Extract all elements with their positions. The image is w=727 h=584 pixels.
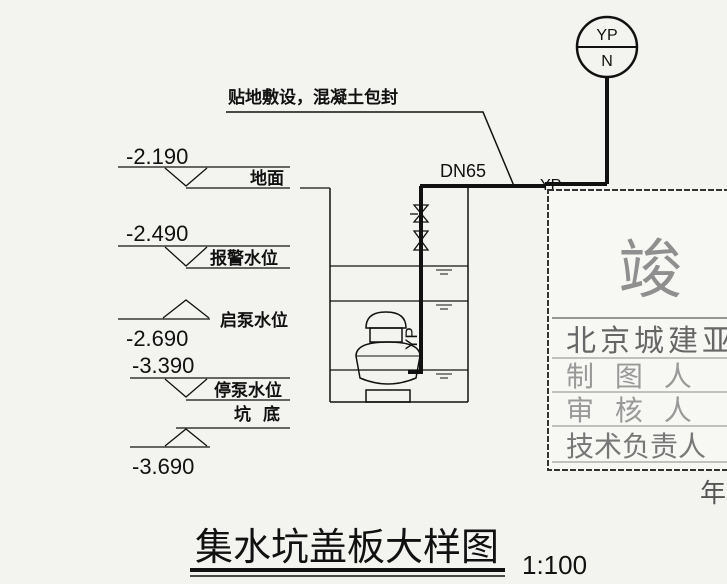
level-value: -2.190 — [126, 144, 188, 169]
drawing-title: 集水坑盖板大样图 1:100 — [190, 525, 587, 580]
pipe-tag-riser: YP — [402, 327, 421, 350]
level-value: -2.490 — [126, 221, 188, 246]
surface-note-leader — [226, 111, 515, 187]
stamp-character: 竣 — [618, 234, 682, 308]
level-pit-bottom: 坑底 -3.690 — [130, 404, 292, 479]
level-triangle-up — [162, 299, 210, 319]
level-triangle-up — [164, 428, 208, 447]
sump-pit: YP — [300, 186, 469, 403]
title-block-company: 北京城建亚 — [566, 324, 727, 359]
level-value: -2.690 — [126, 326, 188, 351]
drawing-title-text: 集水坑盖板大样图 — [195, 525, 499, 569]
level-pump-start: 启泵水位 -2.690 — [118, 299, 288, 351]
level-label: 地面 — [250, 168, 284, 189]
level-label: 坑底 — [234, 404, 292, 425]
level-label: 启泵水位 — [220, 310, 288, 331]
check-valve-icon — [412, 230, 430, 251]
title-block-tech-lead: 技术负责人 — [566, 430, 706, 463]
level-triangle-down — [164, 167, 208, 187]
gate-valve-icon — [410, 204, 430, 223]
water-marks — [436, 269, 452, 379]
pipe-size-label: DN65 — [440, 161, 486, 181]
level-label: 报警水位 — [210, 248, 278, 269]
level-pump-stop: -3.390 停泵水位 — [130, 353, 290, 401]
drawing-scale: 1:100 — [522, 550, 587, 580]
title-block-frame — [547, 189, 727, 471]
surface-note: 贴地敷设，混凝土包封 — [228, 87, 398, 108]
level-value: -3.390 — [132, 353, 194, 378]
pipe-symbol: YP N — [575, 15, 639, 79]
level-label: 停泵水位 — [214, 380, 282, 401]
title-block: 竣 北京城建亚 制 图 人 审 核 人 技术负责人 年 — [547, 189, 727, 509]
title-block-reviewer: 审 核 人 — [566, 394, 698, 427]
level-triangle-down — [164, 246, 208, 267]
level-ground: -2.190 地面 — [118, 144, 290, 189]
title-block-year: 年 — [700, 479, 726, 509]
pipe-symbol-bottom: N — [601, 53, 613, 70]
pipe-symbol-top: YP — [596, 27, 617, 44]
submersible-pump-icon — [355, 311, 421, 403]
level-alarm: -2.490 报警水位 — [118, 221, 290, 269]
level-value: -3.690 — [132, 454, 194, 479]
level-triangle-down — [164, 378, 208, 398]
title-block-drafter: 制 图 人 — [566, 360, 698, 393]
